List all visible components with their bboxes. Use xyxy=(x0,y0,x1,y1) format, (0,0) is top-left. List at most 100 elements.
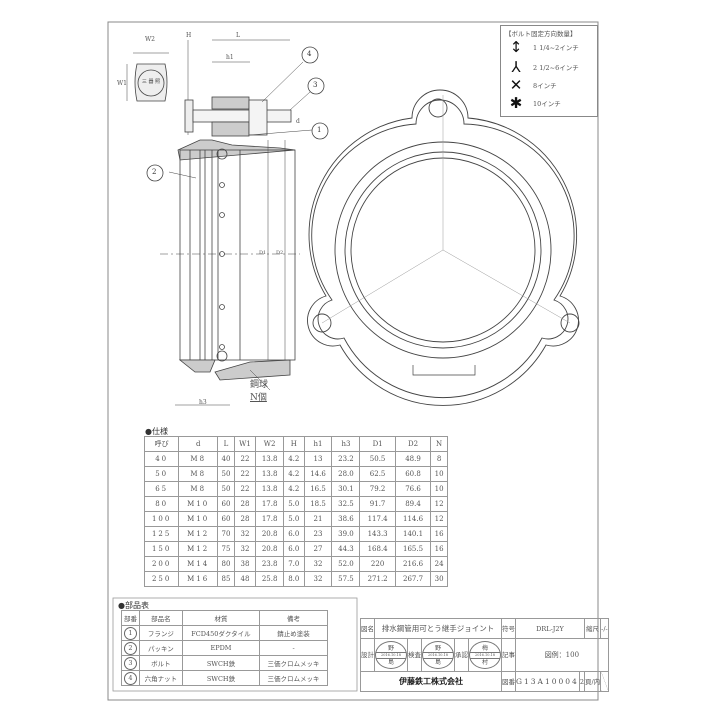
spec-cell: 10 xyxy=(430,466,448,482)
steel-ball-label: 鋼球 xyxy=(250,380,269,390)
parts-cell: EPDM xyxy=(181,640,261,656)
spec-cell: 22 xyxy=(233,451,257,467)
parts-cell-text: 三価クロムメッキ xyxy=(267,660,320,668)
spec-cell: 23 xyxy=(303,526,333,542)
legend-label: 2 1/2~6インチ xyxy=(533,64,579,72)
stamp-date: 2016.10.18 xyxy=(470,651,500,659)
spec-cell: 65 xyxy=(143,481,180,497)
spec-cell: 75 xyxy=(217,541,235,557)
part-number-badge: 1 xyxy=(123,626,137,640)
spec-cell: 12 xyxy=(430,511,448,527)
parts-cell: 六角ナット xyxy=(138,670,183,686)
spec-cell: M10 xyxy=(178,511,219,527)
balloon-2: 2 xyxy=(152,168,157,176)
legend-item: ⅄2 1/2~6インチ xyxy=(507,58,579,76)
legend-label: 10インチ xyxy=(533,100,561,108)
dim-d1: D1 xyxy=(259,250,267,256)
spec-cell: 40 xyxy=(217,451,235,467)
spec-cell: 10 xyxy=(430,481,448,497)
stamp-top: 野 xyxy=(387,644,394,652)
dim-w1: W1 xyxy=(117,80,127,87)
count-label: N個 xyxy=(250,393,267,403)
spec-cell: 13.8 xyxy=(255,466,285,482)
spec-cell: 27 xyxy=(303,541,333,557)
spec-cell: 25.8 xyxy=(255,571,285,587)
spec-cell: 8 xyxy=(430,451,448,467)
spec-cell: 50 xyxy=(143,466,180,482)
legend-item: ✕ 8インチ xyxy=(507,76,557,94)
note-label: 記事 xyxy=(501,638,516,672)
spec-cell: 50.5 xyxy=(359,451,396,467)
page-label: 頁/内 xyxy=(583,671,602,692)
check-label: 検査 xyxy=(407,638,422,672)
spec-cell: 17.8 xyxy=(255,496,285,512)
legend-item: ↕1 1/4~2インチ xyxy=(507,38,579,56)
parts-cell-text: SWCH鉄 xyxy=(206,660,236,668)
spec-cell: 89.4 xyxy=(394,496,432,512)
spec-cell: 44.3 xyxy=(331,541,361,557)
dim-d: d xyxy=(296,118,300,125)
revision: 2 xyxy=(578,671,585,692)
spec-cell: 5.0 xyxy=(283,511,305,527)
drawing-frame xyxy=(107,21,599,701)
drawing-number: G13A10004 xyxy=(515,671,580,692)
cross-icon: ✕ xyxy=(509,76,523,94)
parts-cell: 2 xyxy=(121,640,140,656)
spec-cell: 79.2 xyxy=(359,481,396,497)
parts-cell: 3 xyxy=(121,655,140,671)
spec-cell: 16 xyxy=(430,526,448,542)
spec-cell: 80 xyxy=(217,556,235,572)
parts-row: 3 ボルト SWCH鉄 三価クロムメッキ xyxy=(121,655,328,671)
bolt-head-view xyxy=(126,52,169,102)
spec-cell: 100 xyxy=(143,511,180,527)
spec-cell: 168.4 xyxy=(359,541,396,557)
parts-cell-text: SWCH鉄 xyxy=(206,675,236,683)
parts-cell: SWCH鉄 xyxy=(181,670,261,686)
parts-cell: 三価クロムメッキ xyxy=(259,670,328,686)
spec-cell: 17.8 xyxy=(255,511,285,527)
spec-cell: 20.8 xyxy=(255,526,285,542)
parts-header-row: 部番部品名材質備考 xyxy=(121,610,328,626)
double-arrow-icon: ↕ xyxy=(509,38,523,56)
spec-cell: 22 xyxy=(233,466,257,482)
parts-cell-text: パッキン xyxy=(147,645,174,653)
stamp-bottom: 島 xyxy=(434,658,441,666)
stamp-date: 2016.10.18 xyxy=(423,651,453,659)
title-block: 図名 排水鋼管用可とう継手ジョイント 符号 DRL-J2Y 縮尺 -/- 設計 … xyxy=(360,618,609,692)
parts-cell-text: EPDM xyxy=(210,644,232,652)
parts-cell-text: ボルト xyxy=(151,660,171,668)
spec-header-cell: h3 xyxy=(331,436,361,452)
spec-header-cell: H xyxy=(283,436,305,452)
parts-cell: ボルト xyxy=(138,655,183,671)
parts-cell-text: 六角ナット xyxy=(144,675,178,683)
spec-header-cell: D2 xyxy=(394,436,432,452)
parts-cell: 三価クロムメッキ xyxy=(259,655,328,671)
spec-cell: 32 xyxy=(303,556,333,572)
legend-title: 【ボルト固定方向数量】 xyxy=(505,30,577,38)
spec-cell: 7.0 xyxy=(283,556,305,572)
legend-label: 8インチ xyxy=(533,82,557,90)
design-label: 設計 xyxy=(360,638,375,672)
spec-cell: 39.0 xyxy=(331,526,361,542)
drawing-name: 排水鋼管用可とう継手ジョイント xyxy=(374,618,502,639)
drawing-code: DRL-J2Y xyxy=(515,618,585,639)
spec-cell: M14 xyxy=(178,556,219,572)
spec-cell: 114.6 xyxy=(394,511,432,527)
spec-cell: 250 xyxy=(143,571,180,587)
spec-cell: 22 xyxy=(233,481,257,497)
spec-cell: 50 xyxy=(217,481,235,497)
spec-header-cell: N xyxy=(430,436,448,452)
code-label: 符号 xyxy=(501,618,516,639)
dim-l: L xyxy=(236,32,240,39)
parts-cell: パッキン xyxy=(138,640,183,656)
spec-cell: M12 xyxy=(178,526,219,542)
